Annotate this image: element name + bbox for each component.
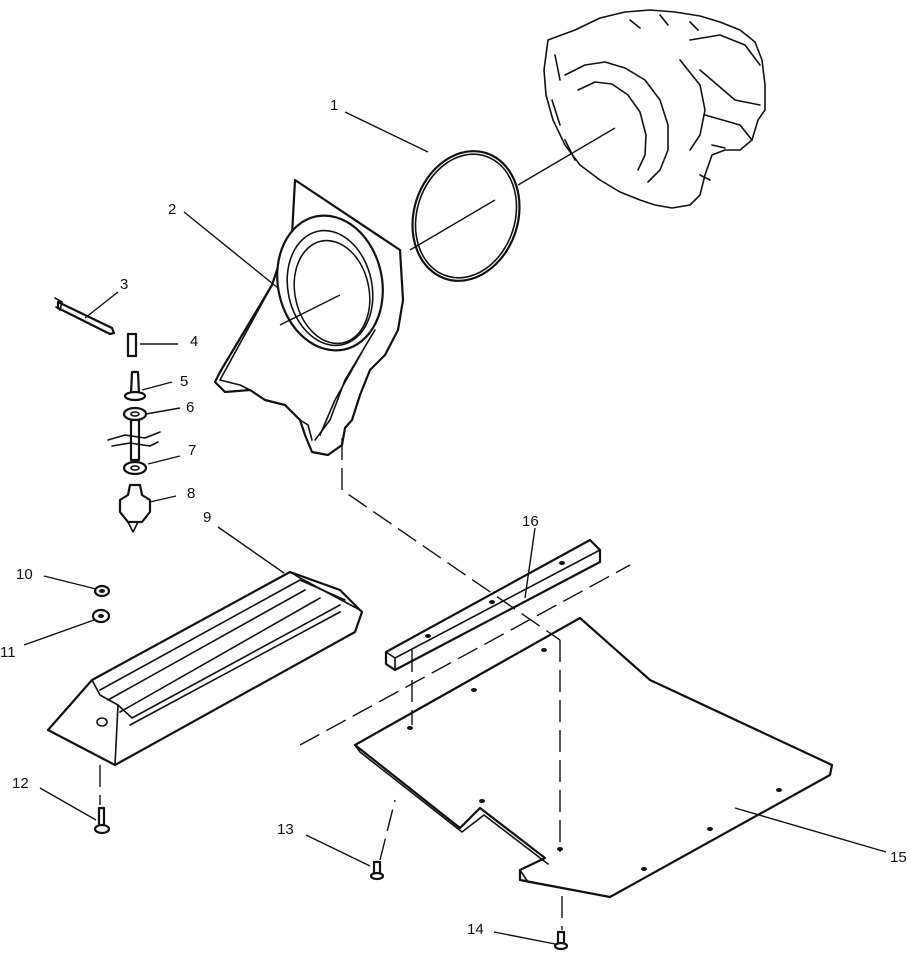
pin-part bbox=[54, 297, 116, 336]
o-ring-part bbox=[411, 150, 521, 282]
callout-4: 4 bbox=[190, 333, 198, 350]
callout-3: 3 bbox=[120, 276, 128, 293]
ride-plate-part bbox=[46, 570, 364, 767]
skid-plate-part bbox=[353, 616, 834, 899]
callout-15: 15 bbox=[890, 849, 907, 866]
screw-14-part bbox=[553, 930, 569, 951]
intake-adapter-part bbox=[213, 178, 405, 457]
callout-13: 13 bbox=[277, 821, 294, 838]
callout-labels: 1 2 3 4 5 6 7 8 9 10 11 12 13 14 15 16 bbox=[0, 97, 907, 938]
nut-part bbox=[93, 584, 111, 598]
callout-1: 1 bbox=[330, 97, 338, 114]
washer-part bbox=[91, 608, 111, 624]
callout-5: 5 bbox=[180, 373, 188, 390]
callout-9: 9 bbox=[203, 509, 211, 526]
callout-10: 10 bbox=[16, 566, 33, 583]
pump-housing bbox=[543, 9, 766, 209]
screw-12-part bbox=[93, 806, 111, 835]
callout-14: 14 bbox=[467, 921, 484, 938]
callout-7: 7 bbox=[188, 442, 196, 459]
callout-16: 16 bbox=[522, 513, 539, 530]
screw-13-part bbox=[369, 860, 385, 881]
callout-2: 2 bbox=[168, 201, 176, 218]
callout-leaders bbox=[23, 111, 887, 945]
assembly-lines bbox=[99, 127, 631, 930]
callout-12: 12 bbox=[12, 775, 29, 792]
shaft-stack-part bbox=[107, 370, 161, 533]
callout-6: 6 bbox=[186, 399, 194, 416]
callout-8: 8 bbox=[187, 485, 195, 502]
spring-pin-part bbox=[126, 332, 138, 358]
strip-part bbox=[384, 538, 602, 672]
callout-11: 11 bbox=[0, 644, 16, 661]
